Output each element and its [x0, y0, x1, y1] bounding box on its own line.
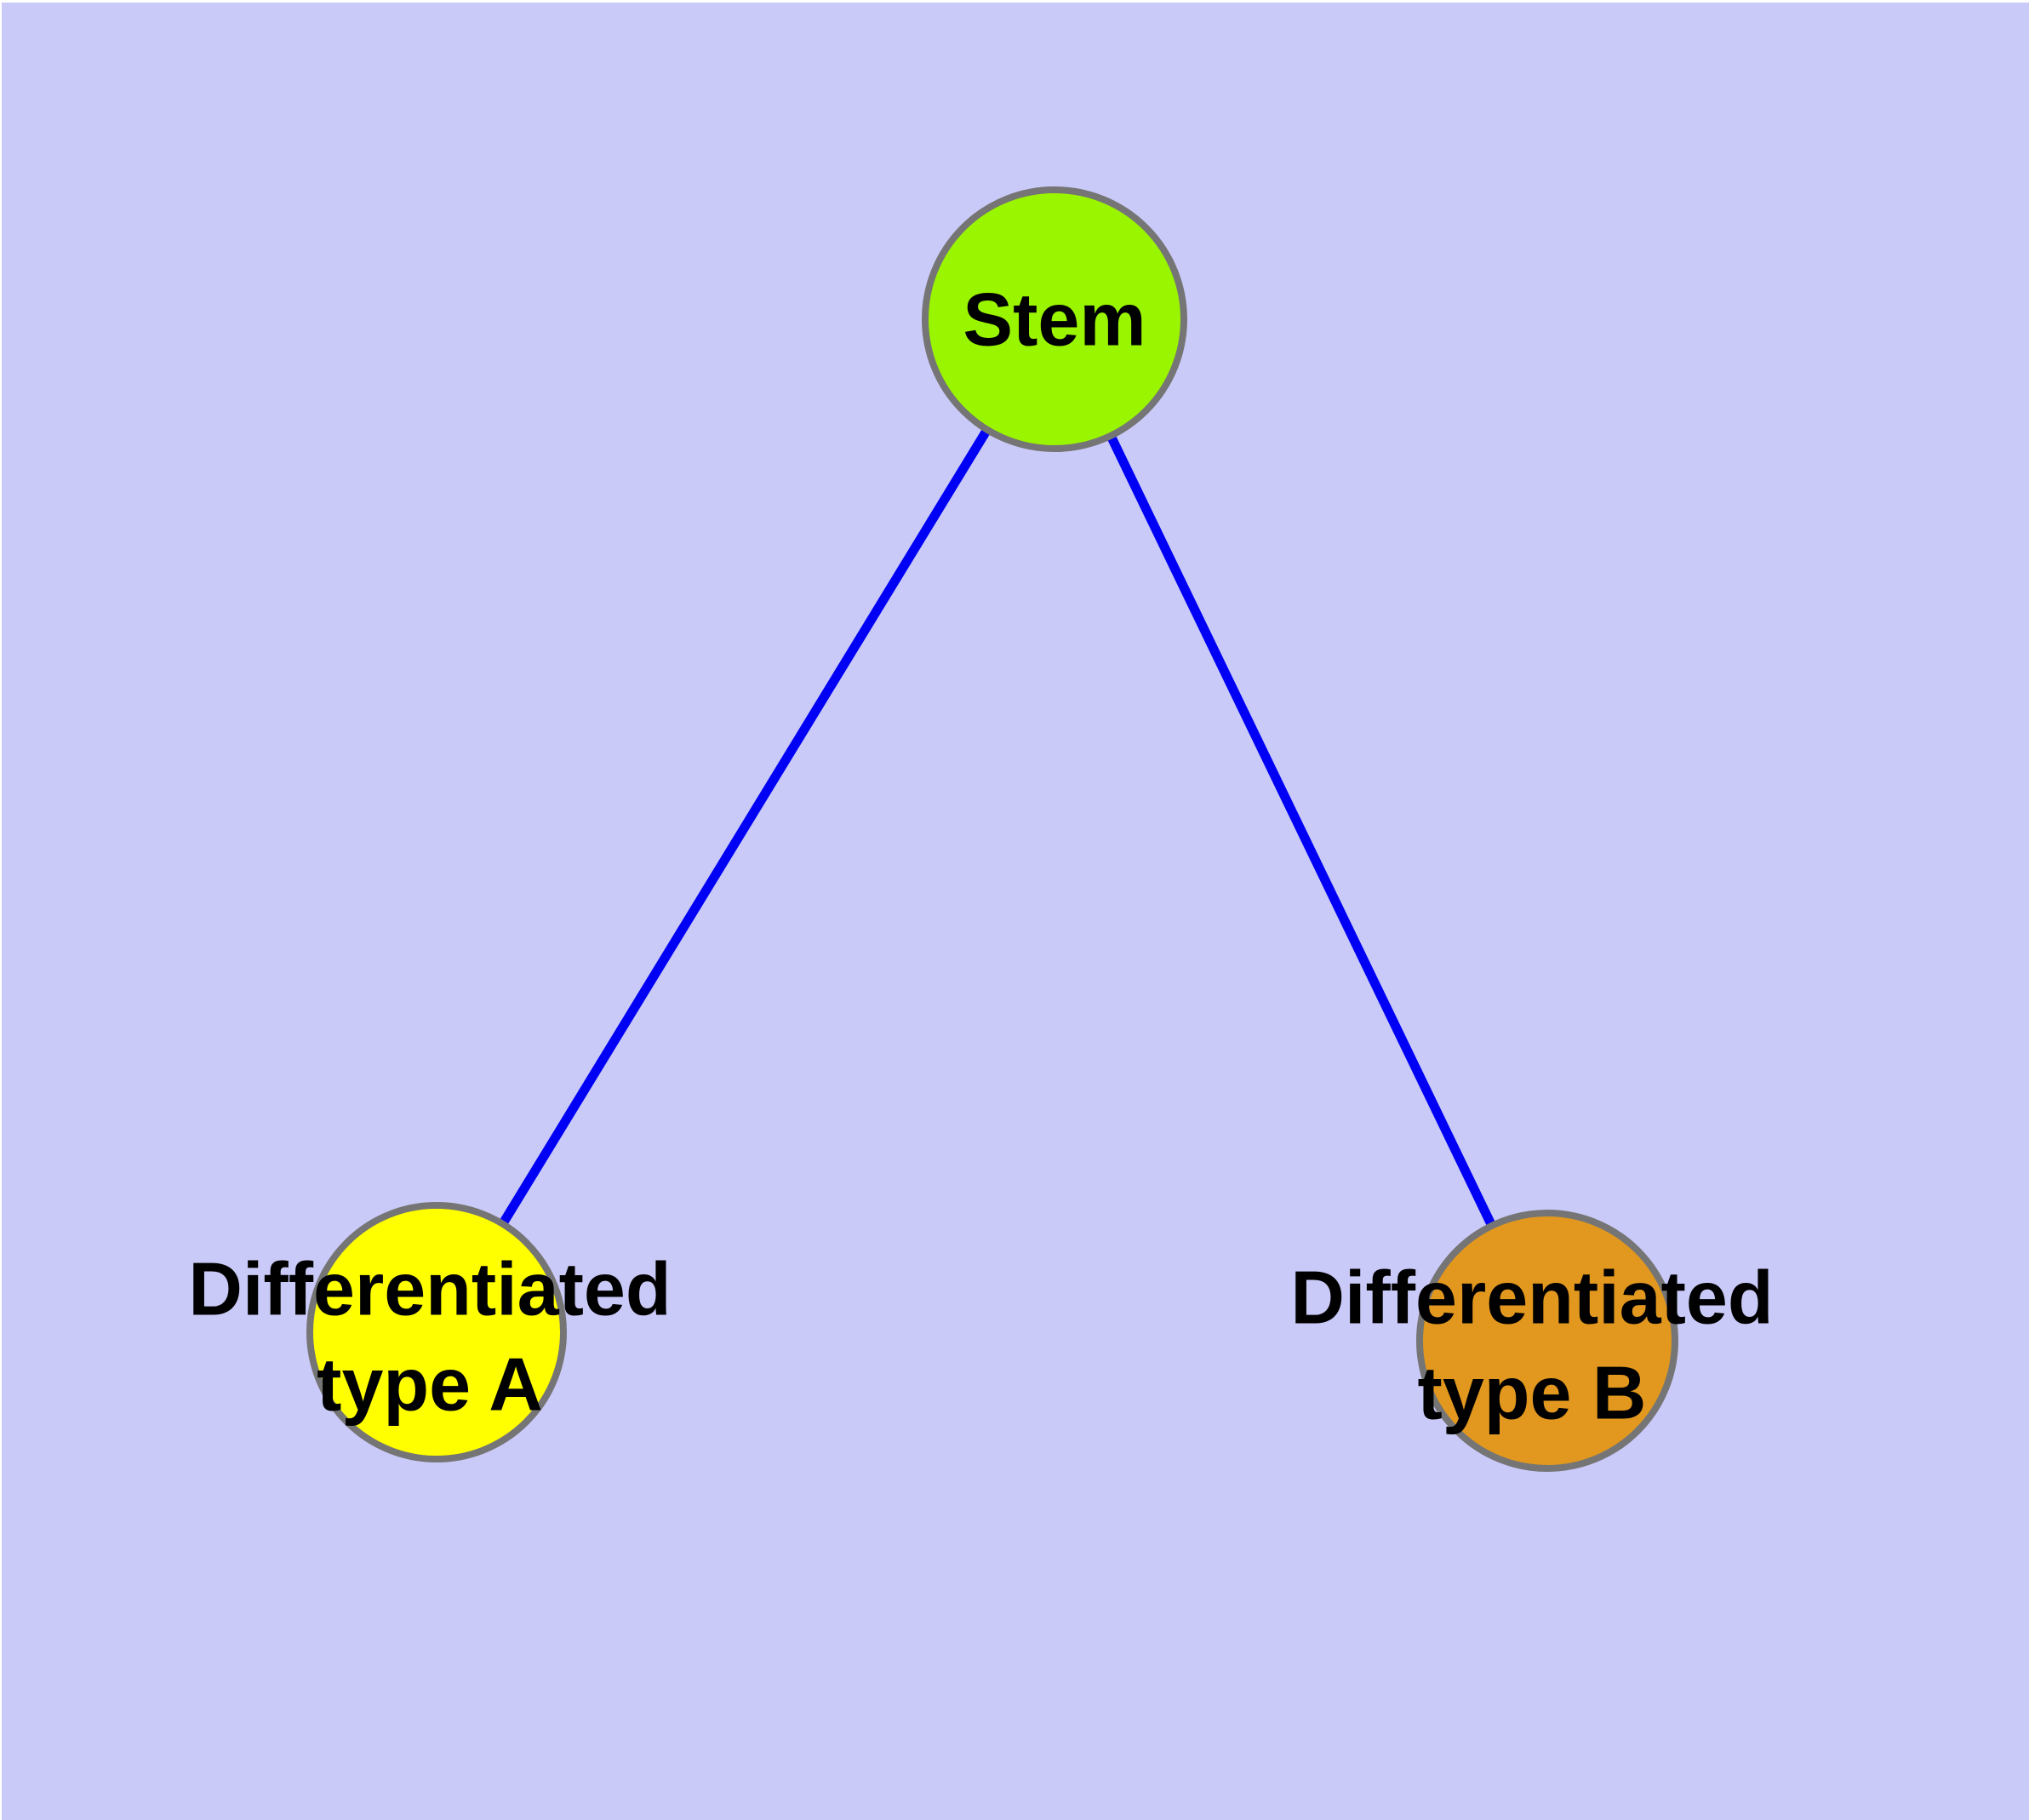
- edge-stem-to-type-a: [432, 317, 1059, 1335]
- node-type-b: [1416, 1210, 1678, 1472]
- node-stem: [922, 186, 1187, 452]
- node-type-b-label-line1: Differentiated: [1290, 1256, 1773, 1340]
- node-type-a: [306, 1202, 567, 1462]
- edge-stem-to-type-b: [1050, 317, 1552, 1343]
- node-type-a-label-line2: type A: [317, 1342, 543, 1427]
- node-type-b-label-line2: type B: [1418, 1351, 1647, 1435]
- node-type-a-label-line1: Differentiated: [188, 1247, 671, 1331]
- node-stem-label: Stem: [963, 278, 1146, 362]
